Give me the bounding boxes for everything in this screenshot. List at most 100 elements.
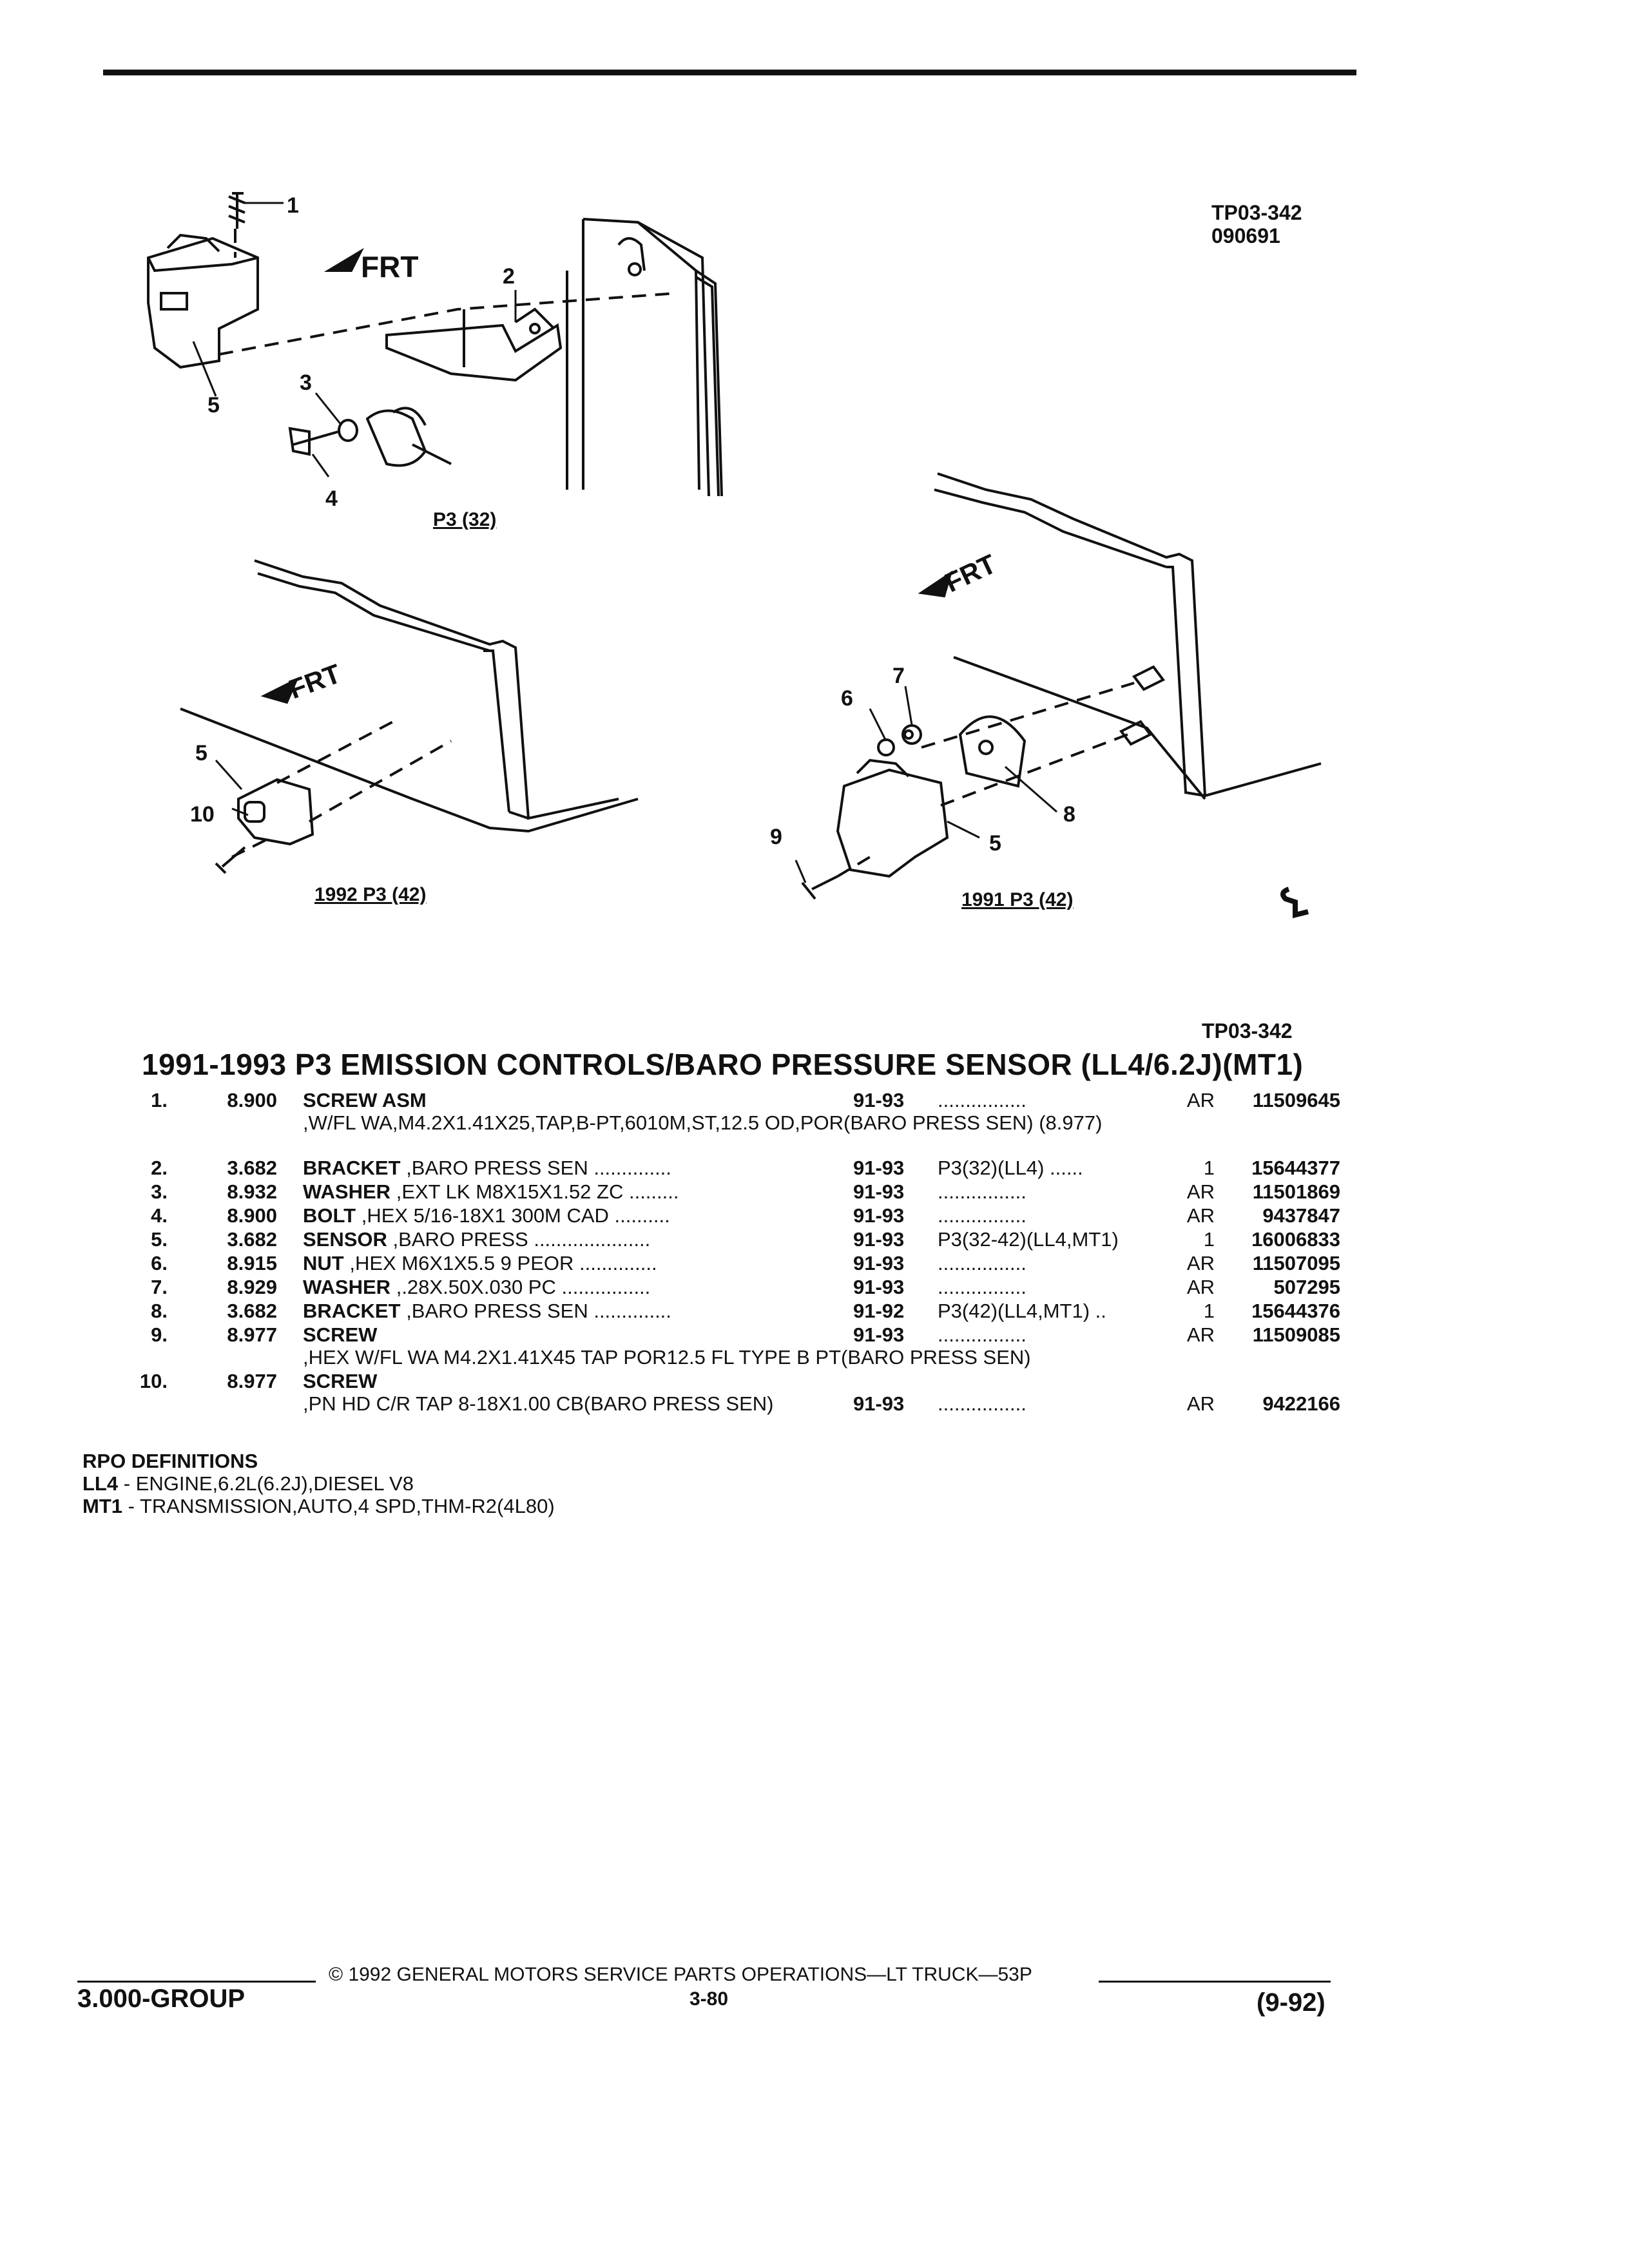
description: SCREW ,HEX W/FL WA M4.2X1.41X45 TAP POR1… [303,1323,1031,1369]
usage: ................ [938,1089,1027,1111]
part-number: 11509645 [1252,1089,1340,1111]
part-number: 15644376 [1251,1300,1340,1322]
callout-7: 7 [892,664,905,688]
footer-copyright: © 1992 GENERAL MOTORS SERVICE PARTS OPER… [329,1964,1032,1985]
part-detail: ,BARO PRESS SEN .............. [406,1157,671,1179]
part-name: SCREW [303,1370,378,1392]
item-number: 8. [151,1300,168,1322]
part-name: WASHER [303,1180,391,1203]
part-detail: ,.28X.50X.030 PC ................ [396,1276,651,1298]
part-detail: ,EXT LK M8X15X1.52 ZC ......... [396,1180,679,1203]
years: 91-93 [853,1392,905,1415]
caption-1991-p3-42: 1991 P3 (42) [961,889,1074,910]
usage: ................ [938,1204,1027,1227]
years: 91-93 [853,1089,905,1111]
exploded-parts-diagram: FRT FRT FRT [147,192,1322,919]
callout-8: 8 [1063,802,1075,827]
callout-5c: 5 [989,831,1001,856]
footer-rule-right [1099,1981,1331,1983]
group-number: 3.682 [227,1228,277,1251]
item-number: 4. [151,1204,168,1227]
description: SCREW ASM ,W/FL WA,M4.2X1.41X25,TAP,B-PT… [303,1089,1102,1134]
group-number: 8.977 [227,1323,277,1346]
quantity: AR [1186,1276,1215,1298]
part-number: 9437847 [1262,1204,1340,1227]
callout-5b: 5 [195,741,207,765]
sensor-bracket-bottom-right [801,665,1166,900]
group-number: 8.915 [227,1252,277,1274]
footer-date: (9-92) [1257,1988,1325,2017]
usage: ................ [938,1323,1027,1346]
item-number: 7. [151,1276,168,1298]
group-number: 8.900 [227,1204,277,1227]
illustration-ref: TP03-342 [1202,1019,1293,1043]
usage: ................ [938,1252,1027,1274]
footer-rule-left [77,1981,316,1983]
illustration-id: TP03-342 [1211,201,1302,224]
bracket-top [385,307,563,382]
assembly-lines-top [218,229,677,356]
usage: P3(32-42)(LL4,MT1) [938,1228,1119,1251]
part-number: 11501869 [1252,1180,1340,1203]
front-arrow-bottom-left [260,677,299,704]
item-number: 5. [151,1228,168,1251]
quantity: AR [1186,1180,1215,1203]
rpo-heading: RPO DEFINITIONS [82,1450,258,1472]
callout-10: 10 [190,802,215,827]
description: WASHER ,.28X.50X.030 PC ................ [303,1276,857,1298]
assembly-lines-bottom-right [836,682,1135,878]
description: SENSOR ,BARO PRESS ..................... [303,1228,857,1251]
illustration-date: 090691 [1211,224,1280,247]
callout-1: 1 [287,193,299,218]
frt-label-3: FRT [940,548,1001,598]
group-number: 3.682 [227,1300,277,1322]
part-number: 16006833 [1251,1228,1340,1251]
rpo-def-ll4: LL4 - ENGINE,6.2L(6.2J),DIESEL V8 [82,1472,414,1495]
quantity: AR [1186,1392,1215,1415]
bolt-washer-hose [288,407,452,467]
part-name: BRACKET [303,1157,401,1179]
item-number: 10. [139,1370,168,1392]
footer-group: 3.000-GROUP [77,1984,246,2013]
section-title: 1991-1993 P3 EMISSION CONTROLS/BARO PRES… [142,1048,1304,1081]
years: 91-93 [853,1252,905,1274]
callout-5a: 5 [207,393,220,418]
panel-top [566,218,723,497]
callout-3: 3 [300,370,312,395]
callout-2: 2 [503,264,515,289]
usage: ................ [938,1180,1027,1203]
group-number: 3.682 [227,1157,277,1179]
callout-leaders [192,202,1057,883]
description: BRACKET ,BARO PRESS SEN .............. [303,1300,857,1322]
quantity: 1 [1203,1228,1215,1251]
sensor-top [147,192,259,369]
part-number: 15644377 [1251,1157,1340,1179]
rpo-definitions: RPO DEFINITIONS LL4 - ENGINE,6.2L(6.2J),… [82,1450,555,1517]
quantity: 1 [1203,1300,1215,1322]
years: 91-93 [853,1228,905,1251]
part-detail: ,W/FL WA,M4.2X1.41X25,TAP,B-PT,6010M,ST,… [303,1111,1103,1134]
description: SCREW ,PN HD C/R TAP 8-18X1.00 CB(BARO P… [303,1370,838,1415]
years: 91-93 [853,1204,905,1227]
quantity: AR [1186,1204,1215,1227]
group-number: 8.932 [227,1180,277,1203]
item-number: 6. [151,1252,168,1274]
years: 91-93 [853,1323,905,1346]
part-name: BOLT [303,1204,356,1227]
frt-label-2: FRT [285,658,345,704]
frt-label: FRT [361,250,418,284]
item-number: 2. [151,1157,168,1179]
sensor-bottom-left [215,778,314,874]
part-number: 11509085 [1252,1323,1340,1346]
caption-p3-32: P3 (32) [433,509,497,530]
item-number: 9. [151,1323,168,1346]
parts-row: 4. 8.900 91-93................ AR 9437847 BOL… [122,1204,1347,1228]
part-number: 507295 [1273,1276,1340,1298]
